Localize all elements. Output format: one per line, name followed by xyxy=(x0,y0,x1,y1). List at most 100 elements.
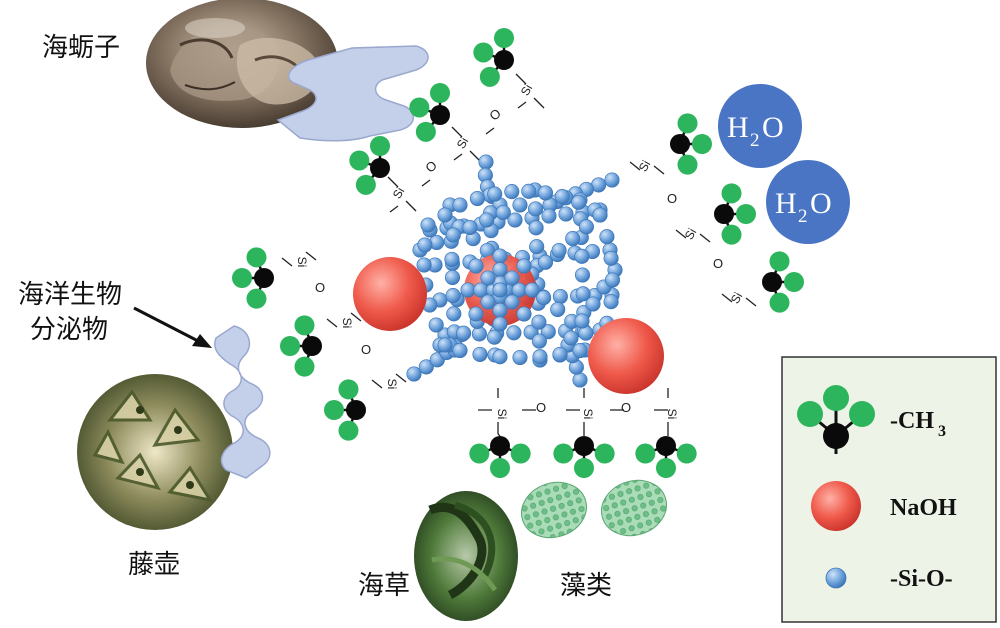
front-d1-4 xyxy=(516,306,532,322)
algae-image-right xyxy=(601,479,667,537)
mesh-7-3 xyxy=(574,248,590,264)
barnacle-image xyxy=(77,374,233,530)
mesh-3-4 xyxy=(506,325,522,341)
right-methyl-3-h-2 xyxy=(769,292,790,313)
secretion-arrow xyxy=(133,306,212,348)
right-methyl-1 xyxy=(670,113,712,175)
mesh-arc-bottom-5 xyxy=(532,349,548,365)
bottom-methyl-1 xyxy=(469,436,531,478)
mesh-9-10 xyxy=(456,325,472,341)
bottom-methyl-3-h-1 xyxy=(676,443,697,464)
top-chain-tick-b-0 xyxy=(405,200,417,212)
label-barnacle: 藤壶 xyxy=(128,550,180,580)
mesh-arc-bottom-7 xyxy=(572,342,588,359)
left-chain-tick-a-0 xyxy=(281,257,293,267)
right-methyl-3-h-1 xyxy=(769,251,790,272)
left-chain-si-2: Si xyxy=(385,379,399,390)
water-molecule-2: H 2 O xyxy=(766,160,850,244)
mesh-3-6 xyxy=(540,324,556,340)
mesh-4-5 xyxy=(445,288,461,304)
front-h-5 xyxy=(524,282,540,298)
left-chain-tick-a-1 xyxy=(326,318,338,328)
mesh-arc-top-5 xyxy=(537,185,554,201)
front-d2-3 xyxy=(480,294,496,310)
left-methyl-2 xyxy=(280,315,322,377)
front-v-1 xyxy=(492,262,508,278)
naoh-sphere-right xyxy=(588,318,664,394)
mesh-8-0 xyxy=(437,207,453,223)
arm-right-0 xyxy=(604,172,620,188)
mesh-arc-top-1 xyxy=(469,190,485,207)
bottom-methyl-2-h-1 xyxy=(594,443,615,464)
left-chain-o-1: O xyxy=(361,342,371,357)
top-chain-dash-1 xyxy=(421,179,431,187)
legend-methyl-sub: 3 xyxy=(938,423,946,440)
bottom-chain-si-0: Si xyxy=(495,409,509,420)
right-methyl-1-h-0 xyxy=(692,134,712,154)
algae-image-left xyxy=(521,481,587,539)
top-methyl-2-c xyxy=(430,105,450,125)
right-chain-si-0: Si xyxy=(636,158,653,174)
mesh-7-5 xyxy=(575,286,591,302)
mesh-0-7 xyxy=(541,208,557,224)
arm-bottom-0 xyxy=(572,372,588,388)
right-chain-o-1: O xyxy=(713,256,723,271)
right-methyl-1-h-2 xyxy=(677,154,698,175)
left-methyl-1 xyxy=(232,247,274,309)
top-chain-dash-2 xyxy=(453,153,463,161)
top-methyl-1-h-0 xyxy=(349,150,370,171)
top-chain-o-1: O xyxy=(486,106,503,124)
mesh-arc-left-1 xyxy=(417,237,433,253)
mesh-6-3 xyxy=(529,239,545,255)
right-methyl-3-c xyxy=(762,272,782,292)
mesh-arc-left-6 xyxy=(437,337,453,353)
legend-sio-label: -Si-O- xyxy=(890,566,953,592)
top-chain-si-2: Si xyxy=(518,82,535,98)
legend-methyl-icon xyxy=(797,385,875,454)
mesh-arc-bottom-2 xyxy=(472,346,488,362)
water-1-h: H xyxy=(727,111,749,144)
mesh-10-4 xyxy=(479,212,495,228)
legend-box: -CH 3 NaOH -Si-O- xyxy=(781,356,997,623)
mesh-5-8 xyxy=(486,329,502,345)
mesh-arc-left-5 xyxy=(428,317,444,333)
front-d2-0 xyxy=(516,258,532,274)
sio-network-front xyxy=(460,248,540,332)
front-v-0 xyxy=(492,248,508,264)
mesh-arc-left-0 xyxy=(420,217,436,233)
bottom-methyl-2-h-2 xyxy=(553,443,574,464)
mesh-arc-left-2 xyxy=(416,257,432,273)
mesh-4-6 xyxy=(446,306,462,322)
bottom-methyl-1-h-0 xyxy=(490,458,510,478)
legend-naoh-label: NaOH xyxy=(890,495,957,521)
mesh-4-4 xyxy=(444,269,461,286)
label-seaweed: 海草 xyxy=(358,571,410,601)
left-methyl-1-h-1 xyxy=(246,288,267,309)
top-methyl-1 xyxy=(349,136,390,195)
front-d2-1 xyxy=(504,270,520,286)
label-oyster: 海蛎子 xyxy=(42,33,120,63)
top-methyl-1-h-1 xyxy=(355,174,376,195)
mesh-arc-bottom-3 xyxy=(492,349,508,365)
front-d2-2 xyxy=(492,282,508,298)
mesh-9-3 xyxy=(551,242,567,259)
mesh-6-1 xyxy=(528,201,544,217)
mesh-6-7 xyxy=(531,314,547,330)
water-1-o: O xyxy=(762,111,784,144)
bottom-methyl-3-h-0 xyxy=(656,458,676,478)
top-chain-dash-3 xyxy=(485,127,495,135)
mesh-9-1 xyxy=(578,219,594,235)
naoh-sphere-left xyxy=(353,257,427,331)
mesh-arc-bottom-6 xyxy=(552,346,568,362)
left-chain-o-0: O xyxy=(315,280,325,295)
bottom-chain-o-1: O xyxy=(621,400,631,415)
top-methyl-2-h-2 xyxy=(430,83,450,103)
front-d1-0 xyxy=(468,258,484,274)
top-chain-o-0: O xyxy=(422,158,439,176)
mesh-10-5 xyxy=(495,204,511,221)
mesh-11-1 xyxy=(563,330,579,346)
mesh-8-8 xyxy=(550,301,566,318)
top-chain-tick-b-2 xyxy=(533,97,545,109)
